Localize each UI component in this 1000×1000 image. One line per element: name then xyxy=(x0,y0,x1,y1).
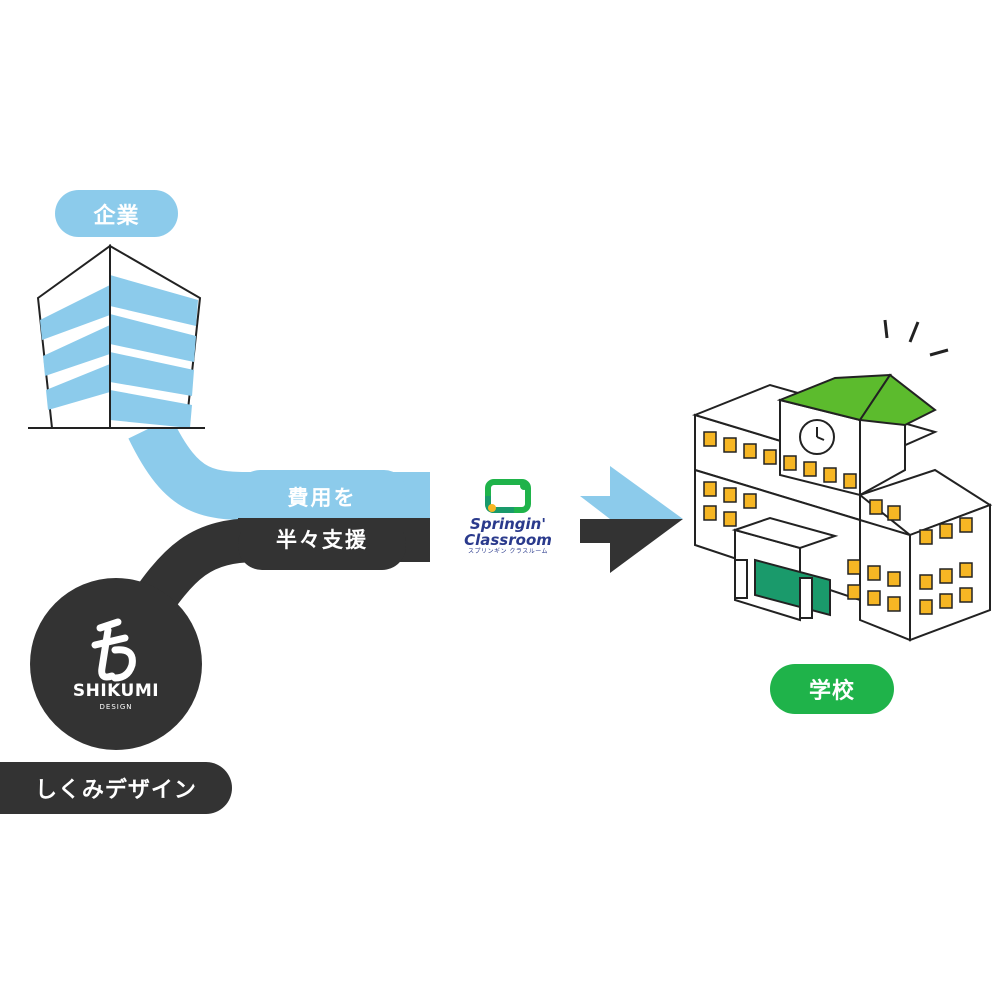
shikumi-logo-circle xyxy=(30,578,202,750)
school-building-icon xyxy=(691,319,993,642)
springin-name-line1: Springin' xyxy=(470,515,546,533)
support-cap-bottom xyxy=(238,520,406,570)
school-windows xyxy=(703,431,973,615)
support-label-bottom: 半々支援 xyxy=(276,528,368,552)
springin-name-line2: Classroom xyxy=(464,531,552,549)
shikumi-logo-name: SHIKUMI xyxy=(72,681,160,701)
support-join-dark xyxy=(238,518,406,532)
springin-kana: スプリンギン クラスルーム xyxy=(467,548,549,555)
support-cap-top xyxy=(238,470,406,516)
springin-classroom-logo: Springin' Classroom スプリンギン クラスルーム xyxy=(438,478,578,578)
arrow-to-school xyxy=(580,466,683,573)
shikumi-label: しくみデザイン xyxy=(0,762,232,814)
school-label: 学校 xyxy=(770,664,894,714)
company-label: 企業 xyxy=(55,190,178,237)
office-building-icon xyxy=(28,244,205,429)
springin-mark-icon xyxy=(485,479,531,513)
support-label-top: 費用を xyxy=(287,486,357,510)
shikumi-logo-sub: DESIGN xyxy=(99,703,133,711)
shikumi-design-logo xyxy=(91,618,136,682)
